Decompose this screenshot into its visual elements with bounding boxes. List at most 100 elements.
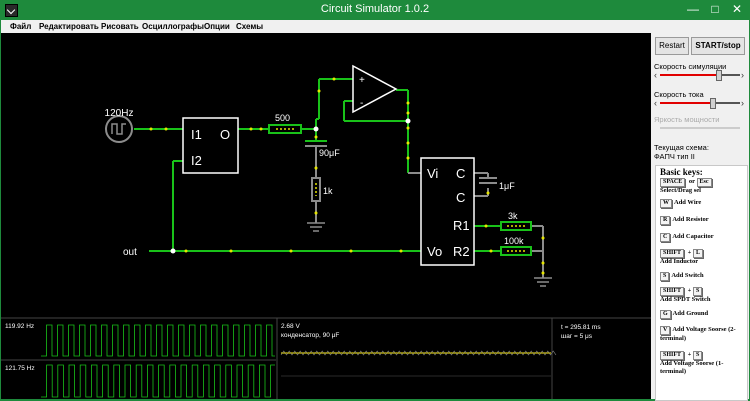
menu-edit[interactable]: Редактировать	[39, 22, 99, 31]
window-title: Circuit Simulator 1.0.2	[320, 3, 430, 15]
current-speed-slider[interactable]: ‹ ›	[654, 98, 746, 109]
start-stop-button[interactable]: START/stop	[691, 37, 745, 55]
key-cap: C	[660, 233, 671, 242]
resistor-100k[interactable]	[500, 246, 532, 256]
phase-detector-block[interactable]	[182, 117, 239, 174]
minimize-button[interactable]: —	[687, 2, 699, 16]
key-action: Add Voltage Soorse (2-terminal)	[660, 326, 736, 342]
key-cap: SHIFT	[660, 249, 685, 258]
vco-c2-label: C	[456, 190, 465, 205]
output-label: out	[123, 247, 137, 258]
key-cap: G	[660, 310, 671, 319]
source-frequency-label: 120Hz	[105, 108, 134, 119]
key-action: Add Capacitor	[672, 233, 714, 240]
block1-in1-label: I1	[191, 127, 202, 142]
vco-block[interactable]	[420, 157, 475, 266]
current-scheme-label: Текущая схема:	[654, 143, 709, 152]
key-cap: Esc	[696, 178, 712, 187]
close-button[interactable]: ✕	[731, 2, 743, 16]
ground-symbol-right[interactable]	[534, 277, 552, 287]
block1-out-label: O	[220, 127, 230, 142]
block1-in2-label: I2	[191, 153, 202, 168]
sim-speed-slider[interactable]: ‹ ›	[654, 70, 746, 81]
slider-left-arrow-icon[interactable]: ‹	[654, 70, 657, 80]
opamp-plus-label: +	[359, 75, 365, 86]
current-speed-label: Скорость тока	[654, 90, 704, 99]
scope3-voltage: 2.68 V	[281, 323, 300, 330]
ground-symbol[interactable]	[307, 222, 325, 232]
slider-left-arrow-icon[interactable]: ‹	[654, 98, 657, 108]
maximize-button[interactable]: □	[711, 2, 719, 16]
key-action: Add Switch	[671, 272, 704, 279]
scope1-frequency: 119.92 Hz	[5, 323, 34, 330]
key-cap: R	[660, 216, 671, 225]
resistor-500[interactable]	[268, 124, 302, 134]
ac-source[interactable]	[105, 115, 133, 143]
menu-file[interactable]: Файл	[10, 22, 32, 31]
key-cap: SHIFT	[660, 351, 685, 360]
key-cap: L	[692, 249, 703, 258]
junction-dots	[170, 118, 411, 254]
capacitor-90uf-label: 90μF	[319, 148, 340, 158]
resistor-1k[interactable]	[311, 177, 321, 202]
sim-time: t = 295.81 ms	[561, 324, 601, 331]
opamp-minus-label: -	[360, 98, 363, 109]
menu-scopes[interactable]: Осциллографы	[142, 22, 204, 31]
resistor-3k-label: 3k	[508, 211, 518, 221]
sim-speed-label: Скорость симуляции	[654, 62, 727, 71]
power-brightness-slider	[654, 123, 746, 133]
title-bar: Circuit Simulator 1.0.2 — □ ✕	[0, 0, 750, 20]
idle-wires	[315, 159, 544, 278]
menu-draw[interactable]: Рисовать	[101, 22, 139, 31]
app-icon	[5, 4, 18, 17]
power-brightness-label: Яркость мощности	[654, 115, 720, 124]
slider-right-arrow-icon[interactable]: ›	[741, 98, 744, 108]
key-action: Add Wire	[674, 199, 702, 206]
menu-options[interactable]: Опции	[204, 22, 230, 31]
slider-right-arrow-icon[interactable]: ›	[741, 70, 744, 80]
opamp[interactable]	[352, 64, 398, 114]
key-joiner: +	[686, 351, 693, 358]
time-step: шаг = 5 μs	[561, 333, 593, 340]
sidebar: Restart START/stop Скорость симуляции ‹ …	[651, 33, 749, 401]
capacitor-1uf[interactable]	[479, 177, 497, 184]
capacitor-1uf-label: 1μF	[499, 181, 515, 191]
resistor-3k[interactable]	[500, 221, 532, 231]
sim-speed-thumb[interactable]	[715, 70, 722, 81]
key-cap: SPACE	[660, 178, 686, 187]
restart-button[interactable]: Restart	[655, 37, 689, 55]
scope3-element: конденсатор, 90 μF	[281, 332, 339, 339]
menu-circuits[interactable]: Схемы	[236, 22, 264, 31]
key-cap: S	[692, 351, 703, 360]
current-speed-thumb[interactable]	[710, 98, 716, 109]
key-action: Add Resistor	[672, 216, 709, 223]
vco-r1-label: R1	[453, 218, 470, 233]
key-cap: S	[660, 272, 670, 281]
key-action: Add Voltage Soorse (1-terminal)	[660, 360, 724, 375]
resistor-100k-label: 100k	[504, 236, 524, 246]
key-joiner: +	[686, 287, 693, 294]
key-joiner: +	[686, 249, 693, 256]
current-scheme-name: ФАПЧ тип II	[654, 152, 695, 161]
menu-bar: Файл Редактировать Рисовать Осциллографы…	[1, 20, 749, 33]
key-cap: S	[692, 287, 703, 296]
scope-panel[interactable]	[1, 317, 651, 399]
capacitor-90uf[interactable]	[305, 140, 327, 159]
circuit-canvas[interactable]: 120Hz I1 I2 O 500 90μF 1k + - Vi C C R1 …	[1, 33, 651, 399]
key-action: Add Inductor	[660, 258, 699, 265]
key-cap: SHIFT	[660, 287, 685, 296]
key-action: Add SPDT Switch	[660, 296, 711, 303]
resistor-500-label: 500	[275, 113, 290, 123]
active-wires	[134, 78, 501, 252]
basic-keys-title: Basic keys:	[660, 167, 703, 177]
